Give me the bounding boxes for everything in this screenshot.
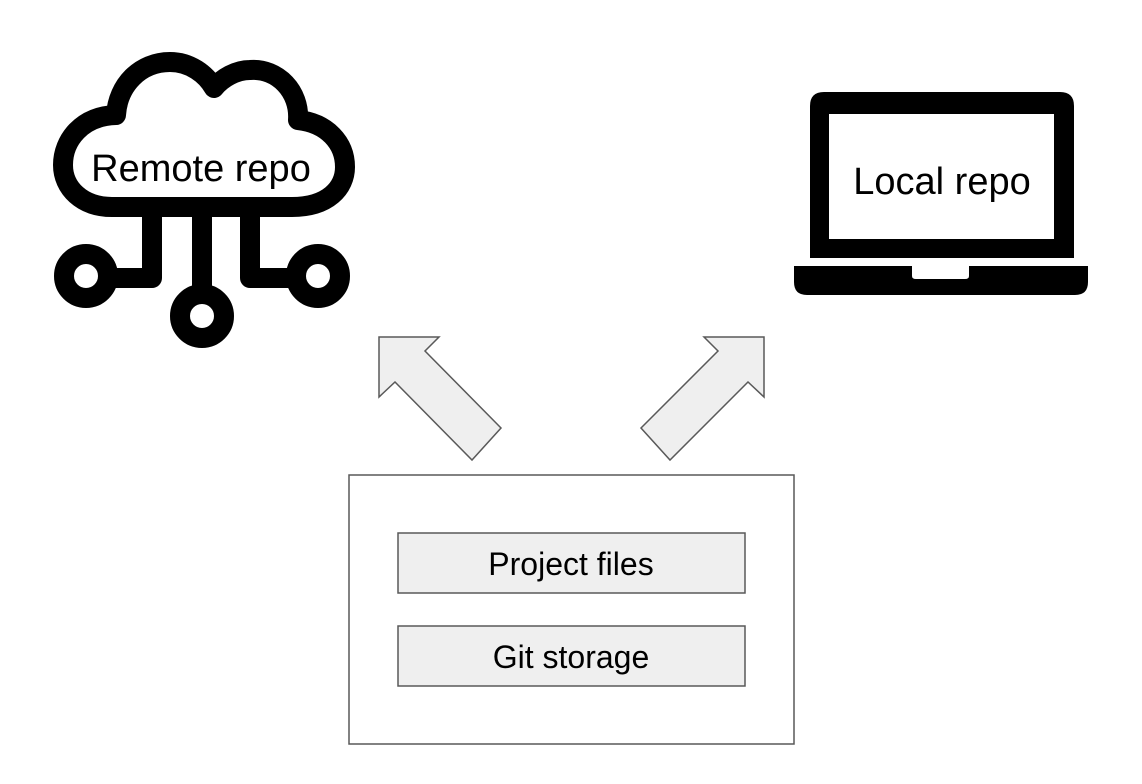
repository-frame <box>348 474 795 745</box>
cloud-left-connector <box>102 205 162 288</box>
arrow-up-right-icon <box>639 336 765 462</box>
local-repo-node: Local repo <box>794 92 1088 295</box>
cloud-network-icon <box>53 52 355 348</box>
cloud-right-connector <box>240 205 302 288</box>
laptop-icon <box>794 92 1088 295</box>
remote-repo-label: Remote repo <box>91 148 311 190</box>
cloud-outline <box>53 52 355 217</box>
repository-box: Project files Git storage <box>348 474 795 745</box>
laptop-screen <box>810 92 1074 258</box>
local-repo-label: Local repo <box>853 161 1030 203</box>
laptop-base <box>794 266 1088 295</box>
cloud-left-node <box>54 244 118 308</box>
git-storage-label: Git storage <box>493 639 650 675</box>
git-storage-rect <box>397 625 746 687</box>
git-storage-box: Git storage <box>397 625 746 687</box>
project-files-box: Project files <box>397 532 746 594</box>
arrow-up-left-icon <box>378 336 503 462</box>
cloud-right-node <box>286 244 350 308</box>
project-files-rect <box>397 532 746 594</box>
project-files-label: Project files <box>488 546 653 582</box>
remote-repo-node: Remote repo <box>53 52 355 348</box>
cloud-center-node <box>170 284 234 348</box>
